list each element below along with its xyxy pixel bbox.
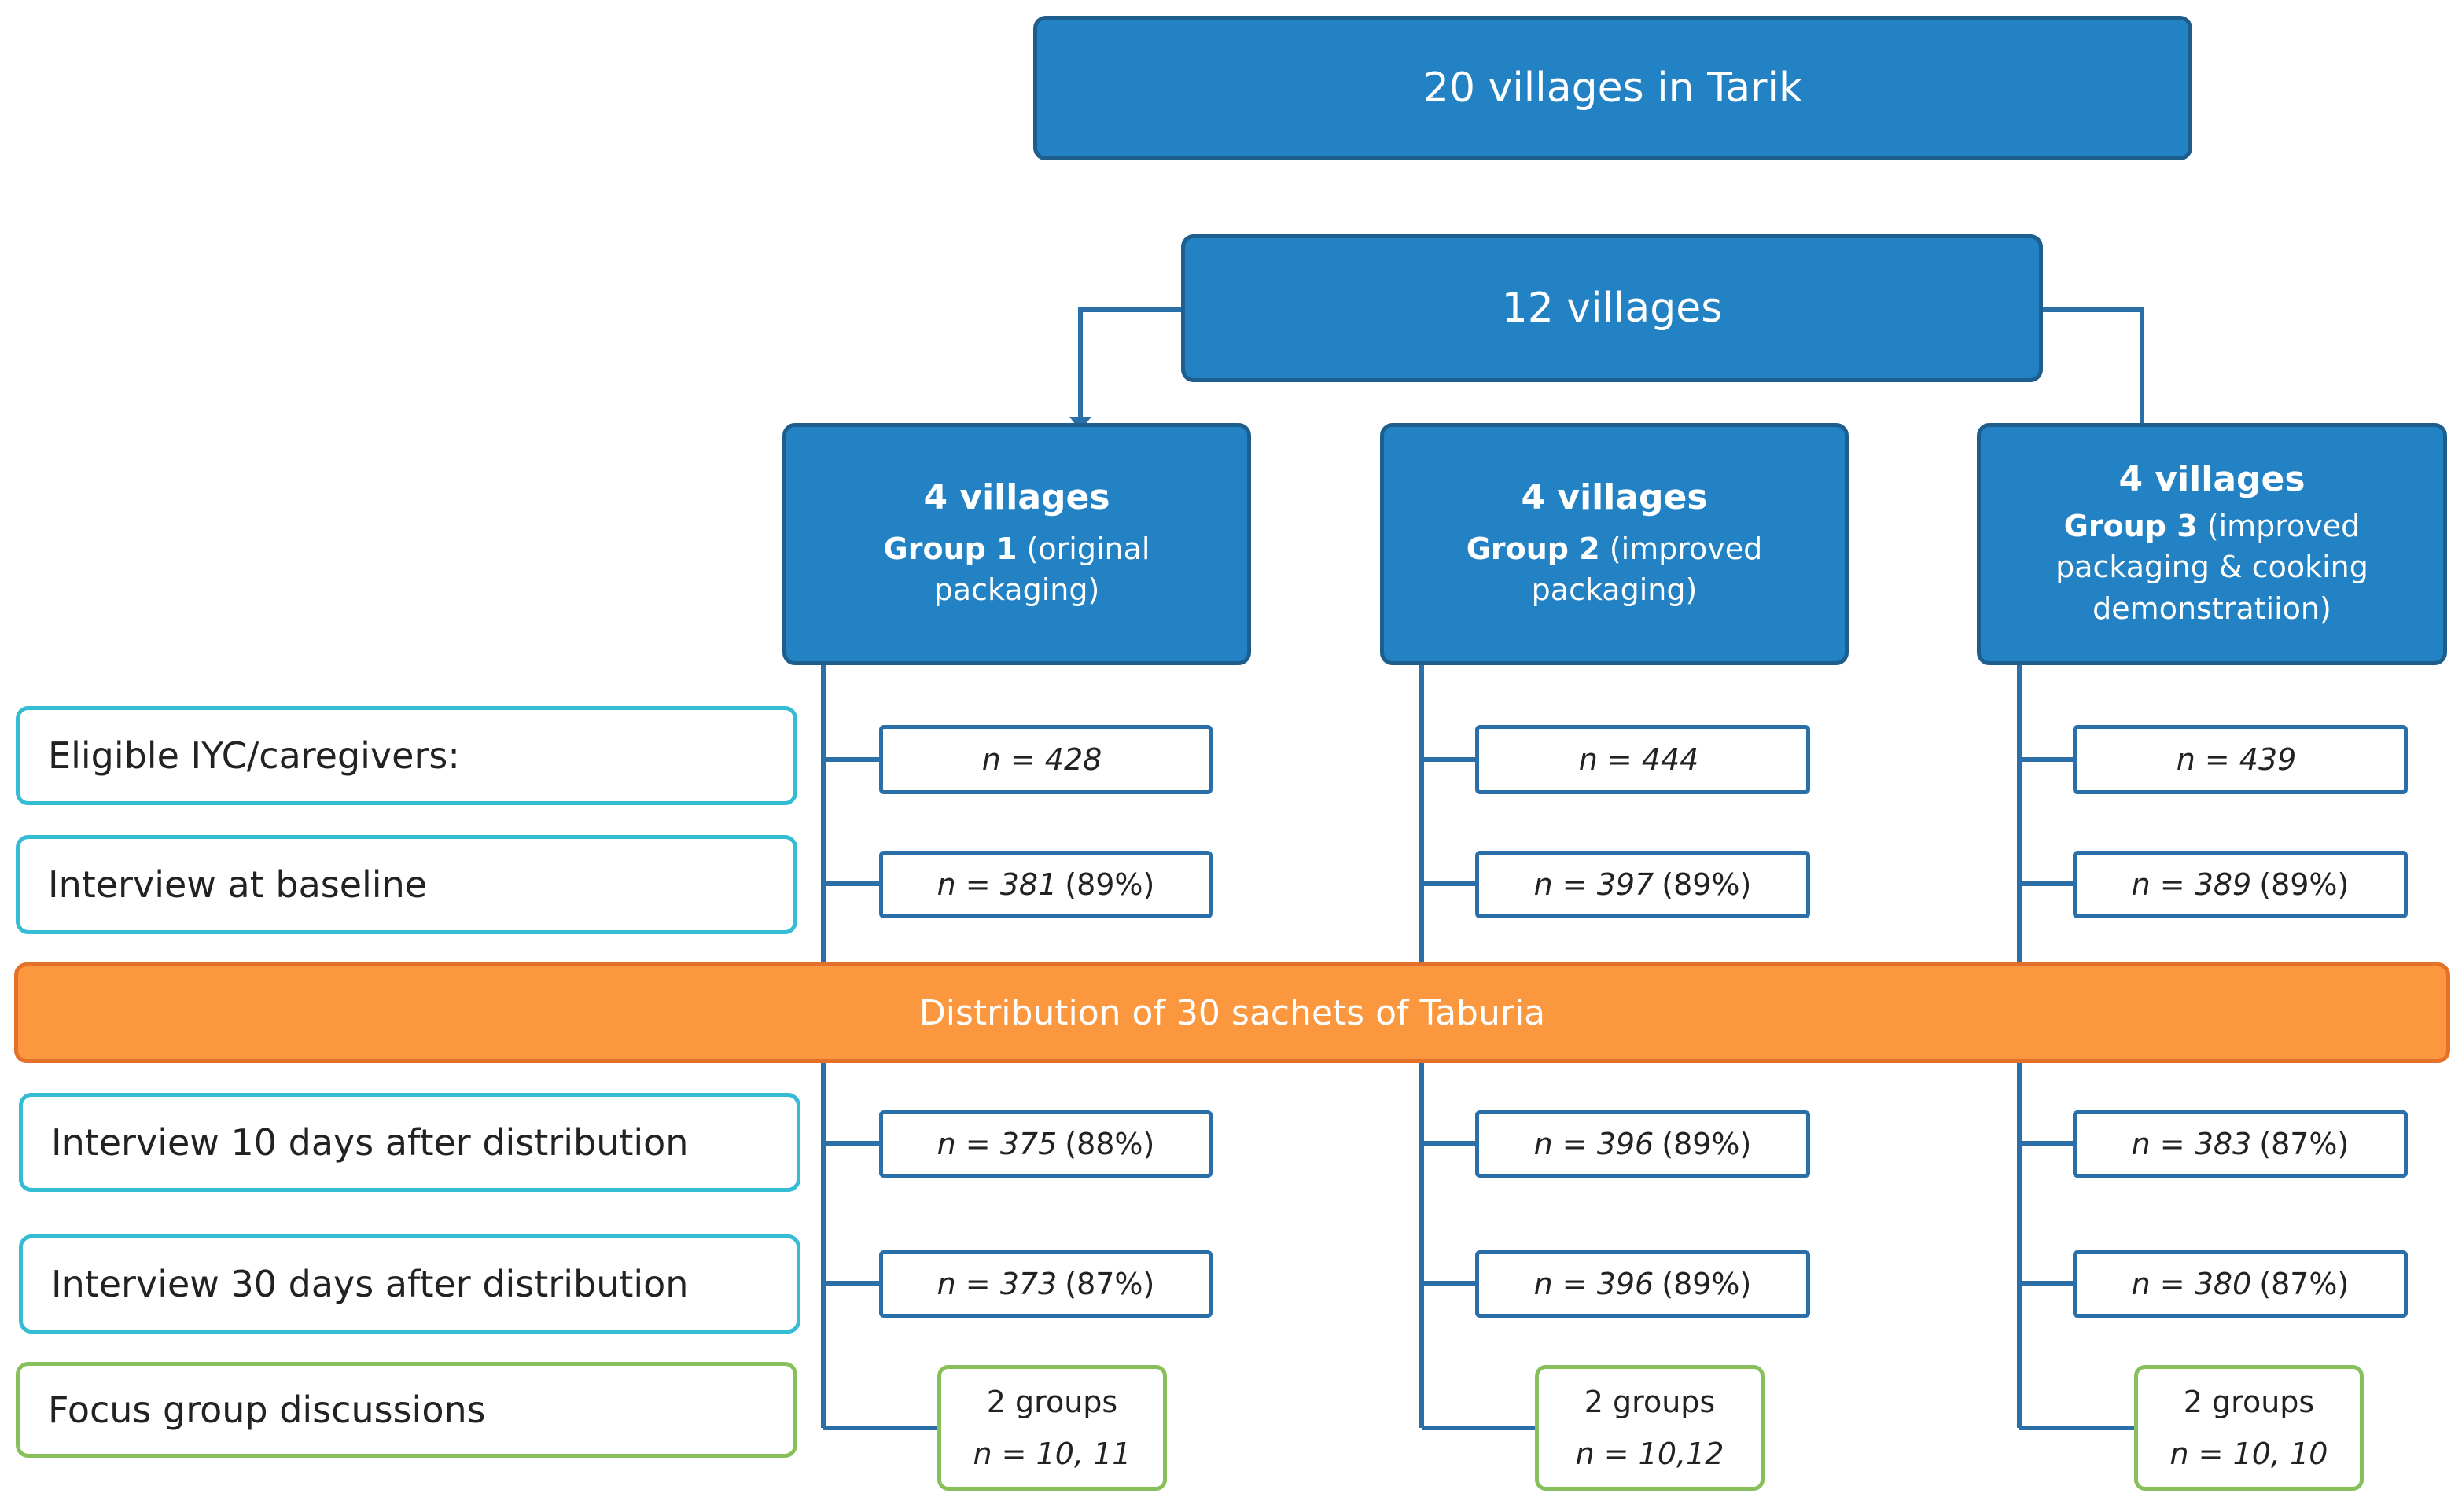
group-1-desc: Group 1 (original packaging) [883,531,1150,608]
connector-mid-to-group3 [2043,307,2144,425]
count-box: n = 381(89%) [879,851,1213,918]
row-label-10-days: Interview 10 days after distribution [19,1093,800,1192]
count-box: n = 396(89%) [1475,1250,1810,1318]
count-box: n = 380(87%) [2073,1250,2408,1318]
count-box: n = 373(87%) [879,1250,1213,1318]
count-box: n = 444 [1475,725,1810,794]
count-box: n = 383(87%) [2073,1110,2408,1178]
group-2-villages: 4 villages [1521,477,1708,518]
count-box: n = 428 [879,725,1213,794]
row-label-30-days: Interview 30 days after distribution [19,1234,800,1334]
group-1-villages: 4 villages [923,477,1110,518]
row-label-baseline: Interview at baseline [16,835,797,934]
count-box: n = 389(89%) [2073,851,2408,918]
box-group-3: 4 villages Group 3 (improved packaging &… [1977,423,2447,665]
group-2-desc: Group 2 (improved packaging) [1466,531,1763,608]
count-box: n = 396(89%) [1475,1110,1810,1178]
box-20-villages-label: 20 villages in Tarik [1422,64,1803,112]
row-label-focus-groups: Focus group discussions [16,1362,797,1458]
group-3-villages: 4 villages [2118,458,2306,499]
distribution-label: Distribution of 30 sachets of Taburia [918,992,1546,1033]
focus-box-group-3: 2 groups n = 10, 10 [2134,1365,2364,1491]
connector-mid-to-group1 [1078,307,1181,418]
box-12-villages-label: 12 villages [1501,285,1723,332]
focus-box-group-2: 2 groups n = 10,12 [1535,1365,1765,1491]
count-box: n = 397(89%) [1475,851,1810,918]
row-label-eligible: Eligible IYC/caregivers: [16,706,797,805]
box-group-2: 4 villages Group 2 (improved packaging) [1380,423,1849,665]
box-12-villages: 12 villages [1181,234,2043,382]
count-box: n = 375(88%) [879,1110,1213,1178]
box-20-villages: 20 villages in Tarik [1033,16,2192,160]
distribution-bar: Distribution of 30 sachets of Taburia [14,962,2450,1063]
box-group-1: 4 villages Group 1 (original packaging) [782,423,1251,665]
focus-box-group-1: 2 groups n = 10, 11 [937,1365,1167,1491]
count-box: n = 439 [2073,725,2408,794]
group-3-desc: Group 3 (improved packaging & cooking de… [2055,508,2368,626]
